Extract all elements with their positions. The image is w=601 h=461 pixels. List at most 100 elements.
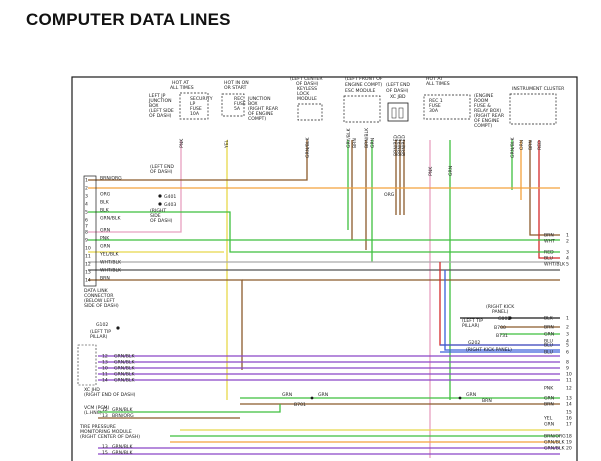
dlc-line-0: DATA LINK bbox=[84, 288, 109, 294]
g403-label: G403 bbox=[164, 202, 176, 208]
left-row-pin-11: 12 bbox=[85, 262, 91, 268]
lower-row-pin-3: 11 bbox=[102, 372, 108, 378]
vcm-line-1: (L.HNC) bbox=[84, 410, 102, 416]
ljb-line-0: HOT AT bbox=[172, 80, 189, 86]
g403-note-0: (RIGHT bbox=[150, 208, 166, 214]
left-row-wire-7: GRN bbox=[100, 228, 110, 234]
keyless-lock-module: (LEFT CENTER OF DASH) KEYLESS LOCK MODUL… bbox=[290, 76, 323, 121]
wire-label-4: GRY/BLK bbox=[346, 127, 352, 148]
left-row-pin-1: 2 bbox=[85, 186, 88, 192]
right-pin-wire-23: GRN/BLK bbox=[544, 446, 565, 452]
lower-row-pin-0: 12 bbox=[102, 354, 108, 360]
ljb-line-10: 10A bbox=[190, 111, 200, 117]
right-pin-wire-2: RED bbox=[544, 250, 554, 256]
right-pin-num-22: 19 bbox=[566, 440, 572, 446]
left-row-wire-2: ORG bbox=[100, 192, 111, 198]
g202-label: G202 bbox=[468, 340, 480, 346]
haat-line-0: HOT AT bbox=[426, 76, 443, 82]
left-row-wire-4: BLK bbox=[100, 208, 110, 214]
g102-note-0: (LEFT TIP bbox=[90, 329, 111, 335]
ljb-line-9: FUSE bbox=[190, 106, 202, 112]
right-pin-wire-3: BLU bbox=[544, 256, 553, 262]
g102-note-1: PILLAR) bbox=[90, 334, 108, 340]
b701-label: B701 bbox=[294, 402, 306, 408]
right-pin-wire-21: BRN/ORG bbox=[544, 434, 566, 440]
ljb-line-7: SECURITY bbox=[190, 96, 213, 102]
left-row-pin-3: 4 bbox=[85, 202, 88, 208]
ljb-line-4: BOX bbox=[149, 103, 159, 109]
instrument-cluster-label: INSTRUMENT CLUSTER bbox=[512, 86, 565, 92]
g202-note-1: PILLAR) bbox=[462, 323, 480, 329]
hio-line-2: REC bbox=[234, 96, 243, 102]
b731-label: B731 bbox=[496, 333, 508, 339]
g202-note-2: (RIGHT KICK PANEL) bbox=[466, 347, 512, 353]
left-row-pin-13: 14 bbox=[85, 278, 91, 284]
wire-label-16: BRN bbox=[528, 140, 534, 150]
wire-label-2: YEL bbox=[224, 139, 230, 149]
tire-line-1: MONITORING MODULE bbox=[80, 429, 132, 435]
right-pin-wire-0: BRN bbox=[544, 233, 554, 239]
wire-label-8: GRN bbox=[370, 138, 376, 148]
haat-line-6: ROOM bbox=[474, 98, 488, 104]
hio-line-9: COMPT) bbox=[248, 116, 266, 122]
right-pin-num-4: 5 bbox=[566, 262, 569, 268]
tire-line-2: (RIGHT CENTER OF DASH) bbox=[80, 434, 140, 440]
lbb-pin-0: 13 bbox=[102, 444, 108, 450]
xcjbd-line-1: OF DASH) bbox=[386, 88, 409, 94]
mid-org: ORG bbox=[384, 192, 395, 198]
right-pin-num-16: 13 bbox=[566, 396, 572, 402]
g403-note-1: SIDE bbox=[150, 213, 161, 219]
left-row-pin-6: 7 bbox=[85, 224, 88, 230]
left-note-1: OF DASH) bbox=[150, 169, 173, 175]
haat-line-7: FUSE & bbox=[474, 103, 491, 109]
page-title: COMPUTER DATA LINES bbox=[26, 10, 231, 29]
right-pin-wire-17: BRN bbox=[544, 402, 554, 408]
g802-label: G802 bbox=[498, 316, 510, 322]
diagram-frame bbox=[71, 76, 578, 461]
instrument-cluster: INSTRUMENT CLUSTER bbox=[509, 86, 565, 125]
g102-label: G102 bbox=[96, 322, 108, 328]
right-pin-num-2: 3 bbox=[566, 250, 569, 256]
esc-line-2: ESC MODULE bbox=[345, 88, 376, 94]
haat-line-9: (RIGHT REAR bbox=[474, 113, 505, 119]
hio-line-0: HOT IN ON bbox=[224, 80, 249, 86]
right-pin-num-0: 1 bbox=[566, 233, 569, 239]
left-row-pin-5: 6 bbox=[85, 218, 88, 224]
right-pin-num-6: 2 bbox=[566, 325, 569, 331]
lower-title-0: XC JHD bbox=[84, 387, 100, 393]
lbb-pin-1: 15 bbox=[102, 450, 108, 456]
dlc-line-2: (BELOW LEFT bbox=[84, 298, 115, 304]
wire-label-12: PNK bbox=[428, 166, 434, 176]
lbb-wire-0: GRN/BLK bbox=[112, 444, 133, 450]
right-pin-num-13: 10 bbox=[566, 372, 572, 378]
right-pin-num-19: 16 bbox=[566, 416, 572, 422]
vcm-line-0: VCM (PCM) bbox=[84, 405, 110, 411]
left-row-pin-2: 3 bbox=[85, 194, 88, 200]
esc-module: (LEFT FRONT OF ENGINE COMPT) ESC MODULE bbox=[343, 76, 383, 123]
ljb-line-6: OF DASH) bbox=[149, 113, 172, 119]
dlc-line-1: CONNECTOR bbox=[84, 293, 114, 299]
left-row-pin-8: 9 bbox=[85, 238, 88, 244]
haat-line-10: OF ENGINE bbox=[474, 118, 499, 124]
g403-note-2: OF DASH) bbox=[150, 218, 173, 224]
wire-label-10: BRN/RED bbox=[397, 135, 403, 156]
mid-labels: GRN GRN B701 GRN BRN ORG bbox=[282, 192, 492, 408]
esc-line-1: ENGINE COMPT) bbox=[345, 82, 382, 88]
right-pin-wire-7: GRN bbox=[544, 332, 554, 338]
lbb-wire-1: GRN/BLK bbox=[112, 450, 133, 456]
left-row-pin-7: 8 bbox=[85, 230, 88, 236]
right-pin-num-21: 18 bbox=[566, 434, 572, 440]
left-row-wire-0: BRN/ORG bbox=[100, 176, 122, 182]
wire-label-9: BRN/RED bbox=[393, 135, 399, 156]
lower-row-pin-2: 10 bbox=[102, 366, 108, 372]
wire-label-5: BRN bbox=[352, 138, 358, 148]
ljb-line-3: JUNCTION bbox=[148, 98, 172, 104]
left-row-wire-3: BLK bbox=[100, 200, 110, 206]
mid-grn-left: GRN bbox=[282, 392, 292, 398]
haat-line-3: FUSE bbox=[429, 103, 441, 109]
hio-line-8: OF ENGINE bbox=[248, 111, 273, 117]
right-pin-num-17: 14 bbox=[566, 402, 572, 408]
left-note-0: (LEFT END bbox=[150, 164, 174, 170]
